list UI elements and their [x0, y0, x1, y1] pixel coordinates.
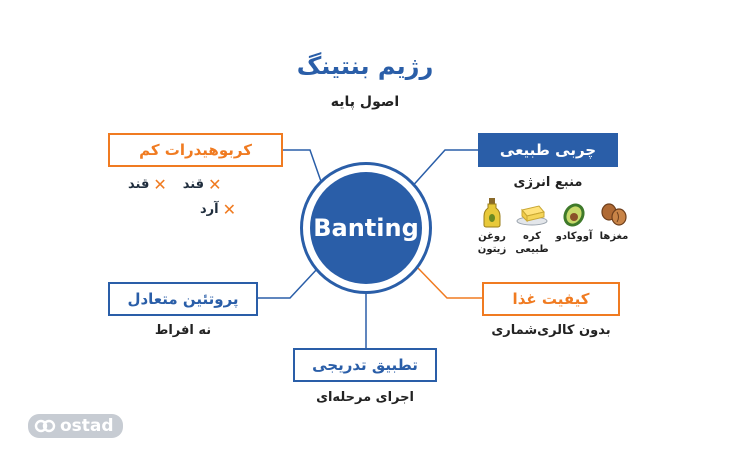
low-carb-item-label: قند [182, 177, 205, 192]
food-avocado: آووکادو [554, 200, 594, 243]
nuts-icon [601, 203, 627, 226]
butter-icon [516, 205, 548, 226]
x-mark-icon: ✕ [208, 175, 222, 194]
ostad-logo-icon [34, 419, 56, 433]
gradual-adaptation-caption: اجرای مرحله‌ای [316, 390, 414, 405]
food-label: کره طبیعی [515, 231, 549, 255]
node-gradual-adaptation: تطبیق تدریجی [293, 348, 437, 382]
connector-food-quality [415, 265, 482, 299]
hub-label: Banting [310, 172, 422, 284]
connector-low-carb [283, 149, 325, 191]
food-quality-caption: بدون کالری‌شماری [491, 323, 611, 338]
olive-oil-icon [483, 198, 501, 228]
ostad-logo: ostad [28, 414, 123, 438]
x-mark-icon: ✕ [153, 175, 167, 194]
food-olive-oil: روغن زیتون [472, 196, 512, 256]
low-carb-item-label: آرد [200, 202, 219, 217]
diagram-subtitle: اصول پایه [330, 94, 400, 110]
node-moderate-protein: پروتئین متعادل [108, 282, 258, 316]
diagram-title: رژیم بنتینگ [296, 52, 434, 80]
low-carb-item: ✕ قند [183, 175, 222, 194]
low-carb-items-row2: ✕ آرد [200, 200, 236, 219]
low-carb-items-row1: ✕ قند ✕ قند [128, 175, 221, 194]
x-mark-icon: ✕ [222, 200, 237, 219]
natural-fat-caption: منبع انرژی [513, 175, 583, 190]
food-nuts: مغزها [594, 200, 634, 243]
node-natural-fat: چربی طبیعی [478, 133, 618, 167]
ostad-logo-text: ostad [60, 416, 114, 436]
food-label: روغن زیتون [477, 231, 507, 255]
node-low-carb: کربوهیدرات کم [108, 133, 283, 167]
avocado-icon [563, 203, 585, 227]
food-butter: کره طبیعی [512, 200, 552, 256]
low-carb-item: ✕ آرد [200, 200, 236, 219]
food-label: آووکادو [555, 231, 593, 242]
food-label: مغزها [599, 231, 629, 242]
moderate-protein-caption: نه افراط [154, 323, 212, 338]
connector-natural-fat [408, 149, 478, 191]
node-food-quality: کیفیت غذا [482, 282, 620, 316]
low-carb-item-label: قند [128, 177, 150, 192]
central-hub: Banting [300, 162, 432, 294]
low-carb-item: ✕ قند [128, 175, 167, 194]
connector-moderate-protein [258, 267, 319, 299]
